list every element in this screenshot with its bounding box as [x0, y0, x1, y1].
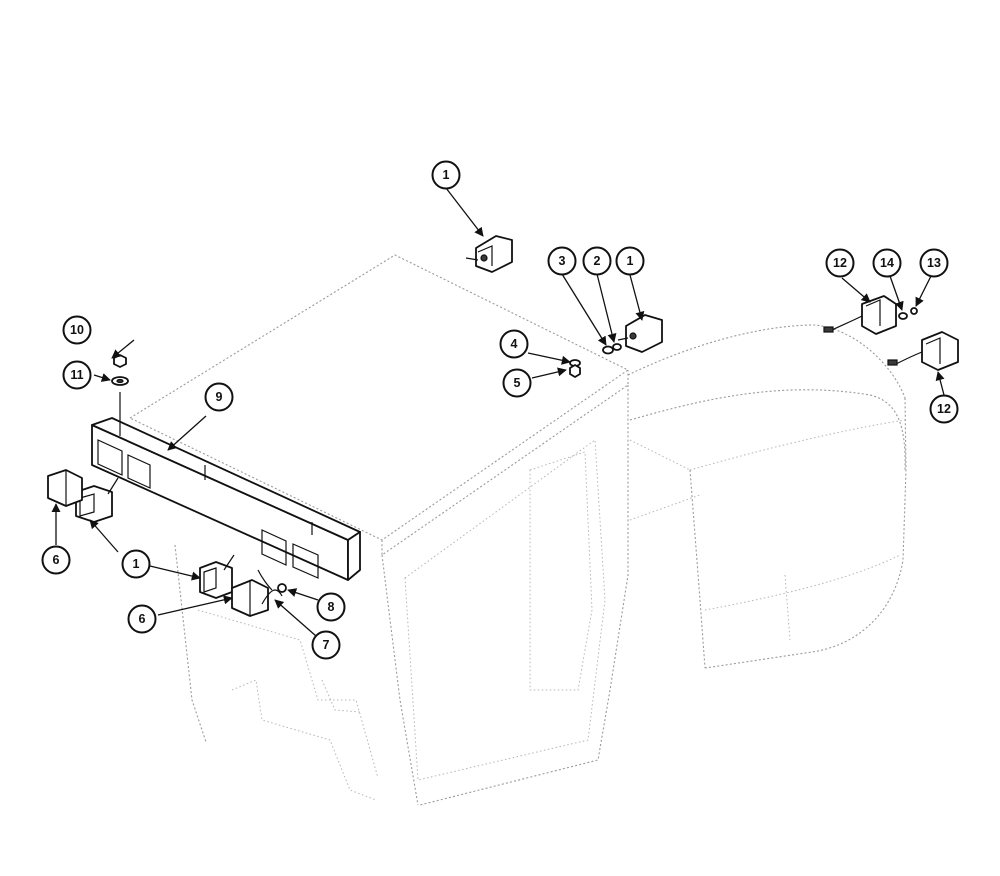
callout-8: 8 — [316, 592, 346, 622]
lockwasher-part — [602, 345, 614, 355]
callout-12-top: 12 — [825, 248, 855, 278]
nut-part — [113, 354, 127, 368]
cab-outline — [128, 254, 630, 806]
callout-11: 11 — [62, 360, 92, 390]
callout-7: 7 — [311, 630, 341, 660]
callout-label: 1 — [443, 168, 450, 182]
callout-3: 3 — [547, 246, 577, 276]
callout-14: 14 — [872, 248, 902, 278]
callout-label: 9 — [216, 390, 223, 404]
work-lamp-top — [465, 235, 513, 273]
callout-1-top: 1 — [431, 160, 461, 190]
callout-label: 14 — [880, 256, 894, 270]
callout-1-left: 1 — [121, 549, 151, 579]
light-bar — [91, 392, 361, 581]
marker-lamp-mid — [231, 579, 269, 617]
spacer-part — [569, 364, 581, 378]
work-lamp-front-left — [75, 477, 119, 523]
leader-lines — [51, 187, 945, 637]
callout-label: 3 — [559, 254, 566, 268]
callout-label: 12 — [833, 256, 847, 270]
callout-label: 1 — [627, 254, 634, 268]
work-lamp-right — [617, 314, 663, 353]
callout-label: 1 — [133, 557, 140, 571]
callout-9: 9 — [204, 382, 234, 412]
callout-4: 4 — [499, 329, 529, 359]
callout-label: 7 — [323, 638, 330, 652]
rear-lamp-washer — [898, 312, 908, 320]
callout-label: 10 — [70, 323, 84, 337]
callout-label: 6 — [53, 553, 60, 567]
rear-lamp-screw — [910, 307, 918, 315]
washer-part — [111, 376, 129, 386]
marker-lamp-left — [47, 469, 83, 507]
callout-6-mid: 6 — [127, 604, 157, 634]
work-lamp-front-mid — [199, 554, 235, 599]
callout-label: 13 — [927, 256, 941, 270]
hood-outline — [627, 324, 907, 669]
callout-label: 12 — [937, 402, 951, 416]
rear-lamp-upper — [823, 295, 897, 335]
wire-clip — [277, 583, 287, 593]
callout-2: 2 — [582, 246, 612, 276]
callout-label: 4 — [511, 337, 518, 351]
callout-label: 6 — [139, 612, 146, 626]
callout-6-left: 6 — [41, 545, 71, 575]
callout-12-bottom: 12 — [929, 394, 959, 424]
wire-harness — [257, 569, 283, 605]
callout-label: 8 — [328, 600, 335, 614]
callout-5: 5 — [502, 368, 532, 398]
rear-lamp-lower — [887, 331, 959, 371]
screw-part — [612, 343, 622, 351]
callout-label: 11 — [70, 368, 83, 382]
callout-label: 2 — [594, 254, 601, 268]
callout-label: 5 — [514, 376, 521, 390]
callout-1-right: 1 — [615, 246, 645, 276]
callout-13: 13 — [919, 248, 949, 278]
callout-10: 10 — [62, 315, 92, 345]
